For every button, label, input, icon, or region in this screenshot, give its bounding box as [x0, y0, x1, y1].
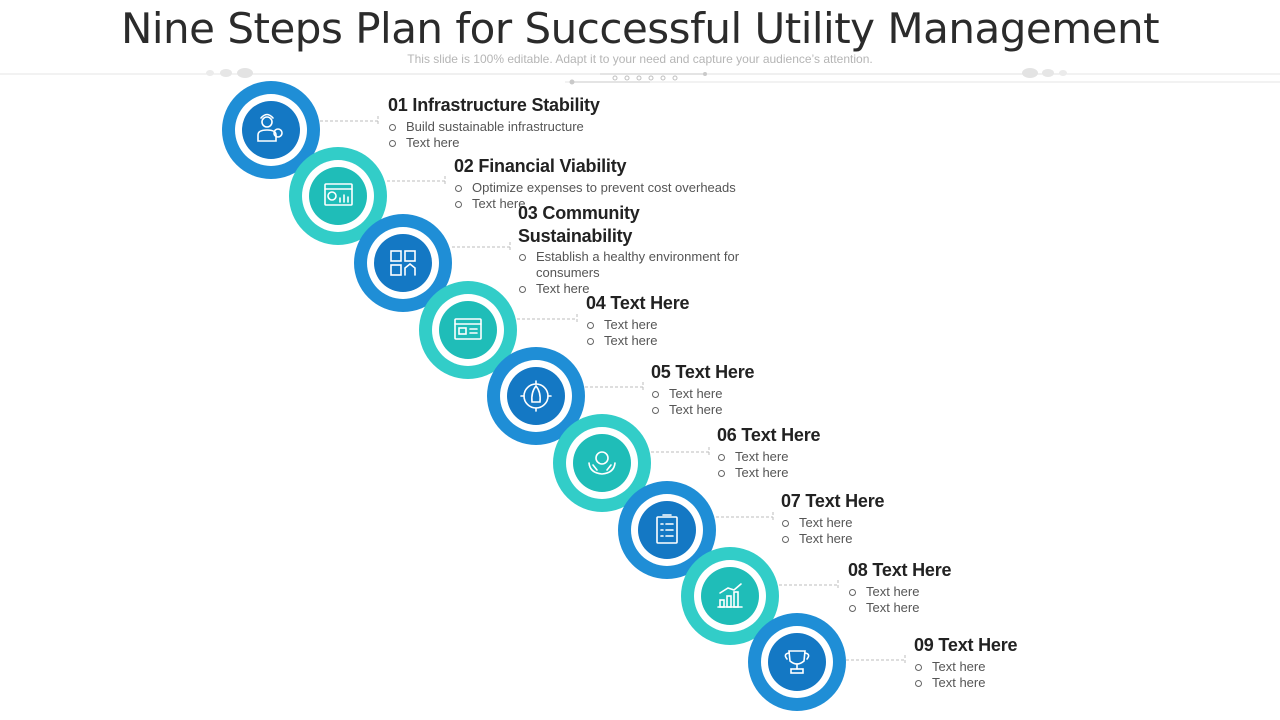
step-9-heading: 09 Text Here [914, 635, 1018, 655]
step-6-bullets: Text here Text here [717, 449, 788, 481]
step-4-bullet-2: Text here [586, 333, 657, 349]
step-8-bullet-1: Text here [848, 584, 919, 600]
step-8-circle [681, 547, 779, 645]
financial-dashboard-icon [324, 183, 353, 206]
step-5-bullets: Text here Text here [651, 386, 722, 418]
step-7-bullet-1: Text here [781, 515, 852, 531]
step-2-heading: 02 Financial Viability [454, 156, 627, 176]
rocket-gear-icon [520, 380, 552, 412]
step-4-heading: 04 Text Here [586, 293, 690, 313]
money-hands-icon [588, 451, 616, 475]
step-2-bullet-1: Optimize expenses to prevent cost overhe… [454, 180, 736, 196]
step-6-circle [553, 414, 651, 512]
step-9-bullets: Text here Text here [914, 659, 985, 691]
step-9-bullet-1: Text here [914, 659, 985, 675]
step-1-bullet-2: Text here [388, 135, 584, 151]
trophy-icon [784, 650, 810, 674]
step-7-bullet-2: Text here [781, 531, 852, 547]
step-5-bullet-2: Text here [651, 402, 722, 418]
step-3-bullets: Establish a healthy environment for cons… [518, 249, 746, 297]
step-6-bullet-1: Text here [717, 449, 788, 465]
step-9-circle [748, 613, 846, 711]
step-6-bullet-2: Text here [717, 465, 788, 481]
step-7-circle [618, 481, 716, 579]
step-9-bullet-2: Text here [914, 675, 985, 691]
step-7-heading: 07 Text Here [781, 491, 885, 511]
step-1-bullet-1: Build sustainable infrastructure [388, 119, 584, 135]
buildings-icon [390, 250, 416, 276]
title-decoration [0, 68, 1280, 85]
step-2-circle [289, 147, 387, 245]
page-title: Nine Steps Plan for Successful Utility M… [120, 4, 1160, 53]
growth-chart-icon [717, 583, 743, 608]
step-3-bullet-2: Text here [518, 281, 746, 297]
page-subtitle: This slide is 100% editable. Adapt it to… [407, 52, 873, 66]
step-4-circle [419, 281, 517, 379]
step-1-bullets: Build sustainable infrastructure Text he… [388, 119, 584, 151]
checklist-icon [656, 514, 678, 544]
step-1-heading: 01 Infrastructure Stability [388, 95, 600, 115]
step-8-bullet-2: Text here [848, 600, 919, 616]
step-4-bullet-1: Text here [586, 317, 657, 333]
step-2-bullets: Optimize expenses to prevent cost overhe… [454, 180, 736, 212]
step-4-bullets: Text here Text here [586, 317, 657, 349]
step-3-heading: 03 Community Sustainability [518, 203, 640, 246]
step-2-bullet-2: Text here [454, 196, 736, 212]
step-3-bullet-1: Establish a healthy environment for cons… [518, 249, 746, 281]
web-window-icon [454, 318, 482, 340]
step-5-bullet-1: Text here [651, 386, 722, 402]
engineer-icon [257, 113, 283, 142]
step-1-circle [222, 81, 320, 179]
step-7-bullets: Text here Text here [781, 515, 852, 547]
step-6-heading: 06 Text Here [717, 425, 821, 445]
step-8-heading: 08 Text Here [848, 560, 952, 580]
step-3-circle [354, 214, 452, 312]
step-8-bullets: Text here Text here [848, 584, 919, 616]
step-5-circle [487, 347, 585, 445]
step-5-heading: 05 Text Here [651, 362, 755, 382]
